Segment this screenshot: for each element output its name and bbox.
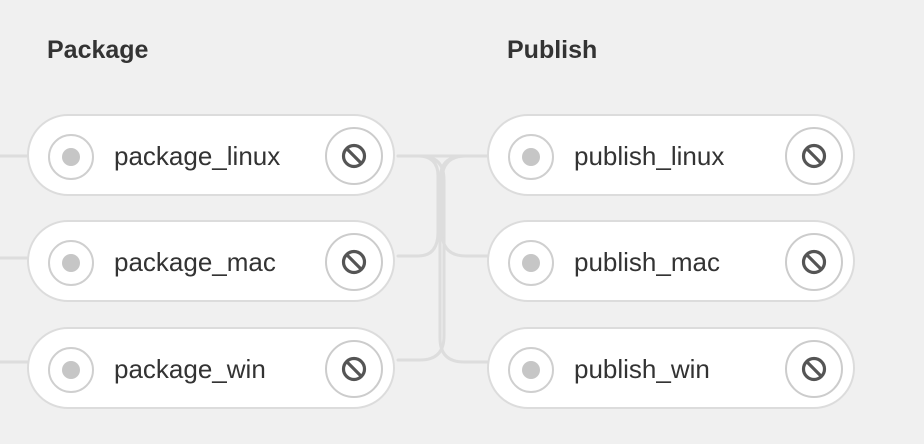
skipped-status-icon [48,240,94,286]
job-action-button[interactable] [325,340,383,398]
cancel-icon [800,248,828,276]
job-name[interactable]: publish_linux [574,141,725,171]
job-name[interactable]: package_win [114,354,266,384]
skipped-status-icon [48,134,94,180]
job-action-button[interactable] [785,340,843,398]
cancel-icon [800,142,828,170]
cancel-icon [800,355,828,383]
connector-package-linux [396,154,440,258]
connector-to-publish-mac [440,154,490,258]
job-action-button[interactable] [785,233,843,291]
job-card-package-linux[interactable]: package_linux [27,114,395,196]
skipped-status-icon [508,240,554,286]
cancel-icon [340,142,368,170]
job-card-publish-win[interactable]: publish_win [487,327,855,409]
stage-title-publish: Publish [507,36,598,64]
job-name[interactable]: package_mac [114,247,276,277]
job-card-package-win[interactable]: package_win [27,327,395,409]
job-card-package-mac[interactable]: package_mac [27,220,395,302]
job-action-button[interactable] [785,127,843,185]
cancel-icon [340,248,368,276]
job-action-button[interactable] [325,233,383,291]
connector-to-publish-win [438,154,490,364]
job-card-publish-linux[interactable]: publish_linux [487,114,855,196]
job-name[interactable]: package_linux [114,141,281,171]
job-name[interactable]: publish_mac [574,247,720,277]
job-card-publish-mac[interactable]: publish_mac [487,220,855,302]
skipped-status-icon [508,347,554,393]
cancel-icon [340,355,368,383]
skipped-status-icon [508,134,554,180]
stage-title-package: Package [47,36,149,64]
job-action-button[interactable] [325,127,383,185]
skipped-status-icon [48,347,94,393]
job-name[interactable]: publish_win [574,354,710,384]
